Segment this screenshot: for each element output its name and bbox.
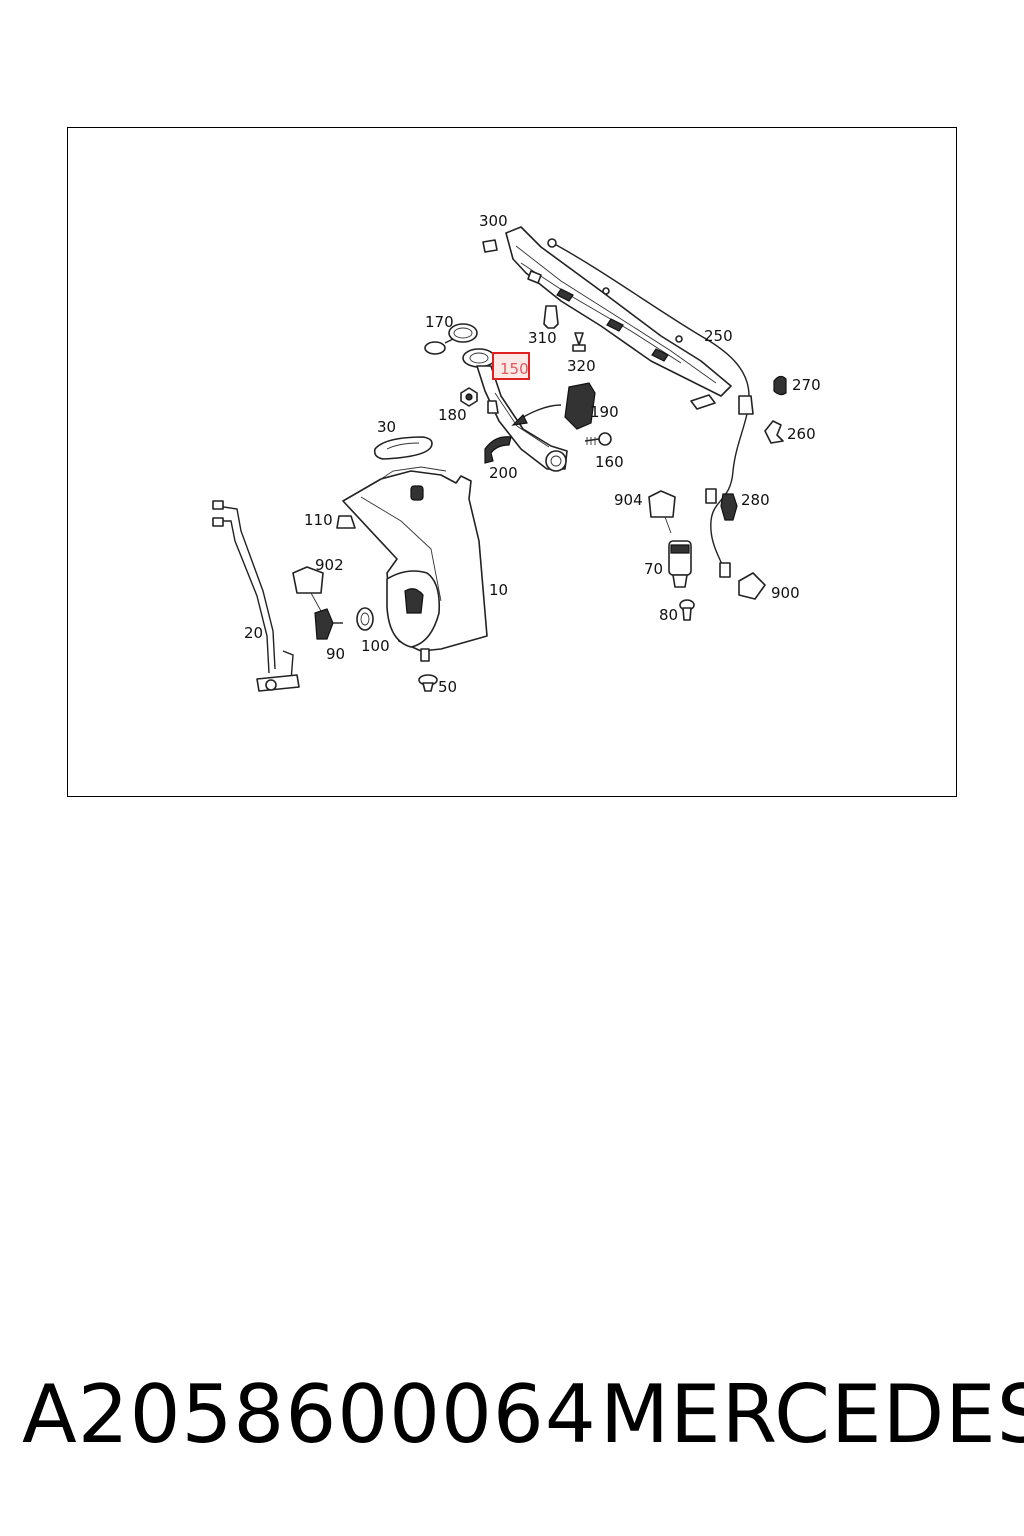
grommet-110-part [336, 515, 356, 529]
parts-diagram-frame: 300 250 170 310 150 320 270 180 190 30 2… [67, 127, 957, 797]
label-902-part [292, 566, 324, 612]
callout-260[interactable]: 260 [787, 425, 816, 443]
retainer-310-part [543, 305, 559, 329]
pump-70-part [668, 540, 692, 588]
screw-160-part [584, 432, 612, 446]
bolt-300-part [482, 239, 498, 253]
parts-diagram: 300 250 170 310 150 320 270 180 190 30 2… [212, 212, 821, 696]
callout-labels: 300 250 170 310 150 320 270 180 190 30 2… [244, 212, 821, 696]
callout-150-highlight[interactable]: 150 [492, 352, 530, 380]
callout-300[interactable]: 300 [479, 212, 508, 230]
grommet-100-part [356, 607, 374, 631]
callout-80[interactable]: 80 [659, 606, 678, 624]
callout-320[interactable]: 320 [567, 357, 596, 375]
callout-250[interactable]: 250 [704, 327, 733, 345]
reservoir-10-part [342, 466, 488, 662]
filler-neck-150-part [462, 348, 568, 472]
filler-cap-170-part [424, 323, 478, 355]
brand-name: MERCEDES [600, 1368, 1024, 1461]
connector-280-part [720, 493, 738, 521]
callout-70[interactable]: 70 [644, 560, 663, 578]
callout-310[interactable]: 310 [528, 329, 557, 347]
callout-904[interactable]: 904 [614, 491, 643, 509]
seal-30-part [373, 436, 433, 460]
caption: A2058600064 MERCEDES [22, 1368, 1024, 1478]
hose-20-part [212, 500, 300, 692]
callout-180[interactable]: 180 [438, 406, 467, 424]
callout-50[interactable]: 50 [438, 678, 457, 696]
callout-20[interactable]: 20 [244, 624, 263, 642]
label-900-part [738, 572, 766, 600]
callout-200[interactable]: 200 [489, 464, 518, 482]
callout-190[interactable]: 190 [590, 403, 619, 421]
callout-900[interactable]: 900 [771, 584, 800, 602]
screw-320-part [572, 332, 586, 352]
label-904-part [648, 490, 676, 534]
cowl-rail-part [505, 226, 732, 410]
clip-260-part [764, 420, 784, 444]
callout-280[interactable]: 280 [741, 491, 770, 509]
part-number: A2058600064 [22, 1368, 597, 1461]
pump-90-part [314, 608, 343, 640]
callout-30[interactable]: 30 [377, 418, 396, 436]
bracket-190-part [511, 382, 596, 430]
washer-hose-250 [547, 238, 754, 578]
callout-10[interactable]: 10 [489, 581, 508, 599]
clamp-200-part [484, 436, 512, 464]
callout-90[interactable]: 90 [326, 645, 345, 663]
clip-270-part [773, 375, 787, 396]
callout-100[interactable]: 100 [361, 637, 390, 655]
nut-180-part [460, 387, 499, 414]
callout-150[interactable]: 150 [500, 360, 529, 378]
grommet-80-part [679, 599, 695, 621]
callout-110[interactable]: 110 [304, 511, 333, 529]
callout-902[interactable]: 902 [315, 556, 344, 574]
plug-50-part [418, 674, 438, 692]
callout-160[interactable]: 160 [595, 453, 624, 471]
callout-170[interactable]: 170 [425, 313, 454, 331]
callout-270[interactable]: 270 [792, 376, 821, 394]
